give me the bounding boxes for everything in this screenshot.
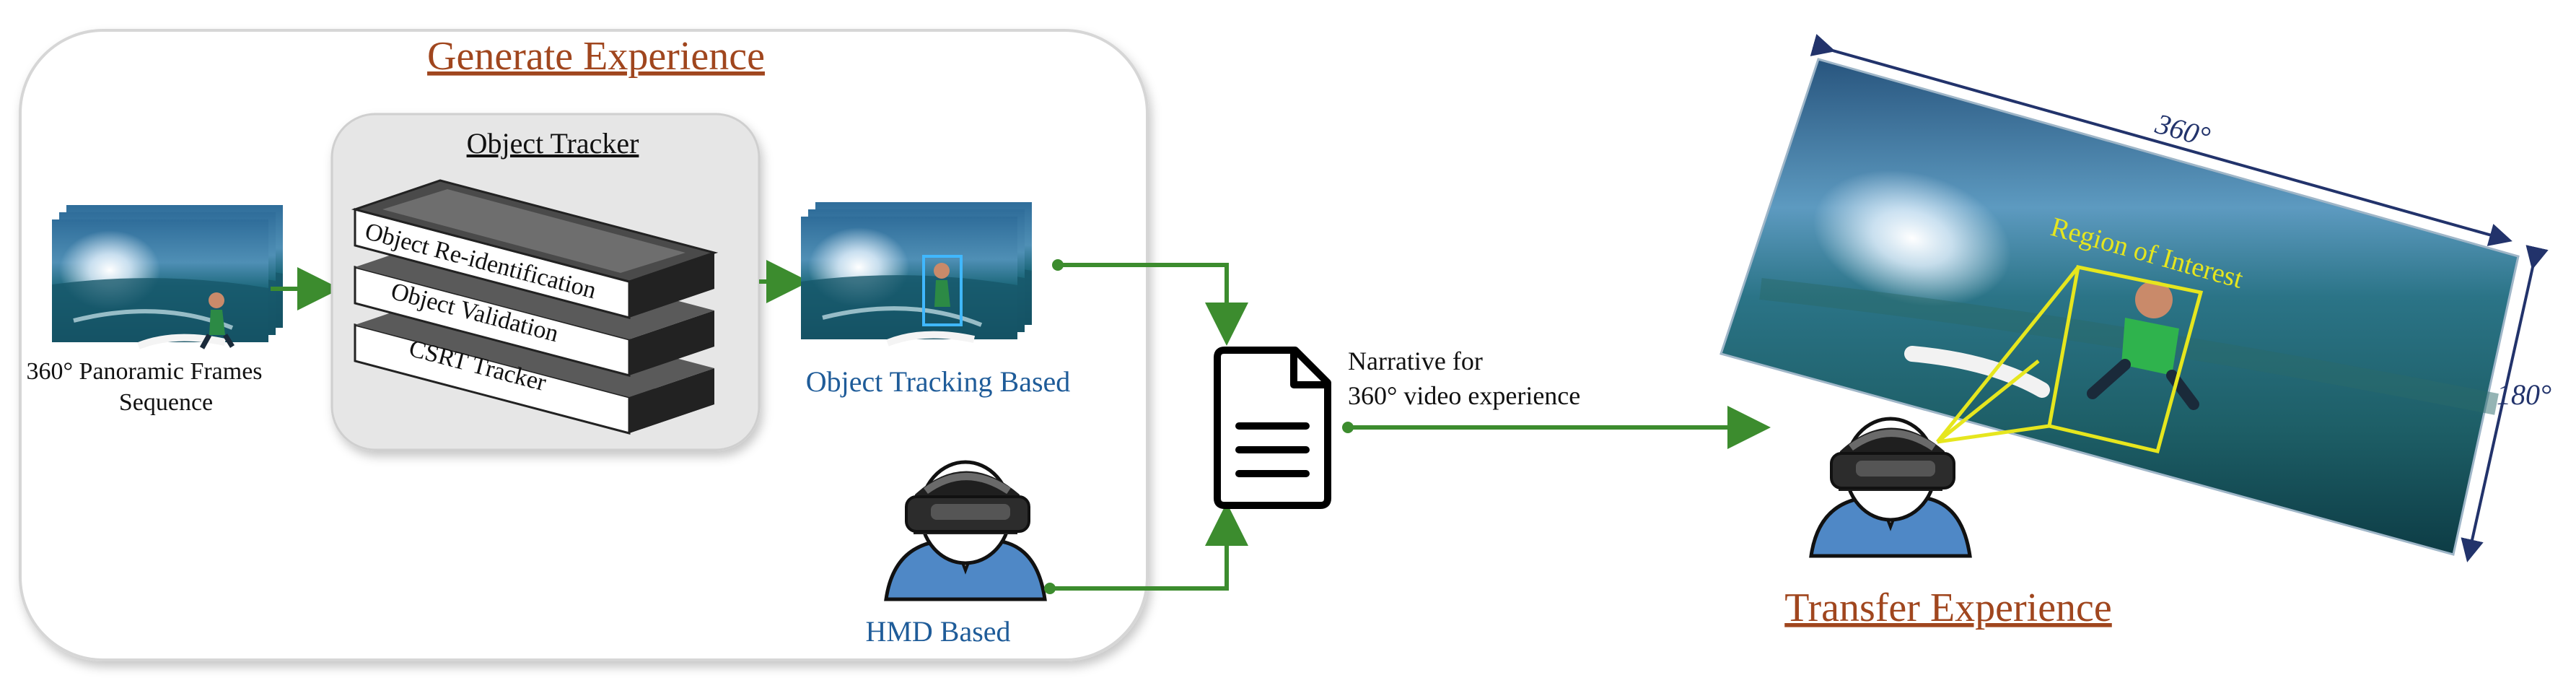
- narrative-label-line2: 360° video experience: [1348, 381, 1580, 410]
- hmd-user-icon: [884, 460, 1047, 601]
- narrative-label-line1: Narrative for: [1348, 347, 1483, 375]
- height-dimension-arrow: [2461, 245, 2549, 562]
- arrow-tracking-to-narrative: [1058, 263, 1248, 346]
- arrow-hmd-to-narrative: [1050, 503, 1248, 591]
- hmd-based-label: HMD Based: [865, 615, 1010, 648]
- tracker-layer-stack: [351, 179, 719, 435]
- tracked-frames-icon: [801, 202, 1032, 347]
- width-dimension-arrow: [1810, 34, 2513, 246]
- region-of-interest: [1936, 265, 2204, 453]
- transfer-experience-title: Transfer Experience: [1784, 586, 2112, 630]
- frames-label-line2: Sequence: [119, 389, 213, 416]
- object-tracker-title: Object Tracker: [467, 127, 639, 160]
- frames-label-line1: 360° Panoramic Frames: [26, 358, 262, 385]
- width-dimension-label: 360°: [2152, 107, 2214, 153]
- object-tracking-label: Object Tracking Based: [806, 365, 1071, 398]
- panorama-frames-icon: [52, 205, 283, 349]
- hmd-user-icon-transfer: [1809, 417, 1972, 558]
- generate-experience-title: Generate Experience: [427, 34, 765, 79]
- document-icon: [1214, 347, 1331, 509]
- height-dimension-label: 180°: [2497, 378, 2551, 411]
